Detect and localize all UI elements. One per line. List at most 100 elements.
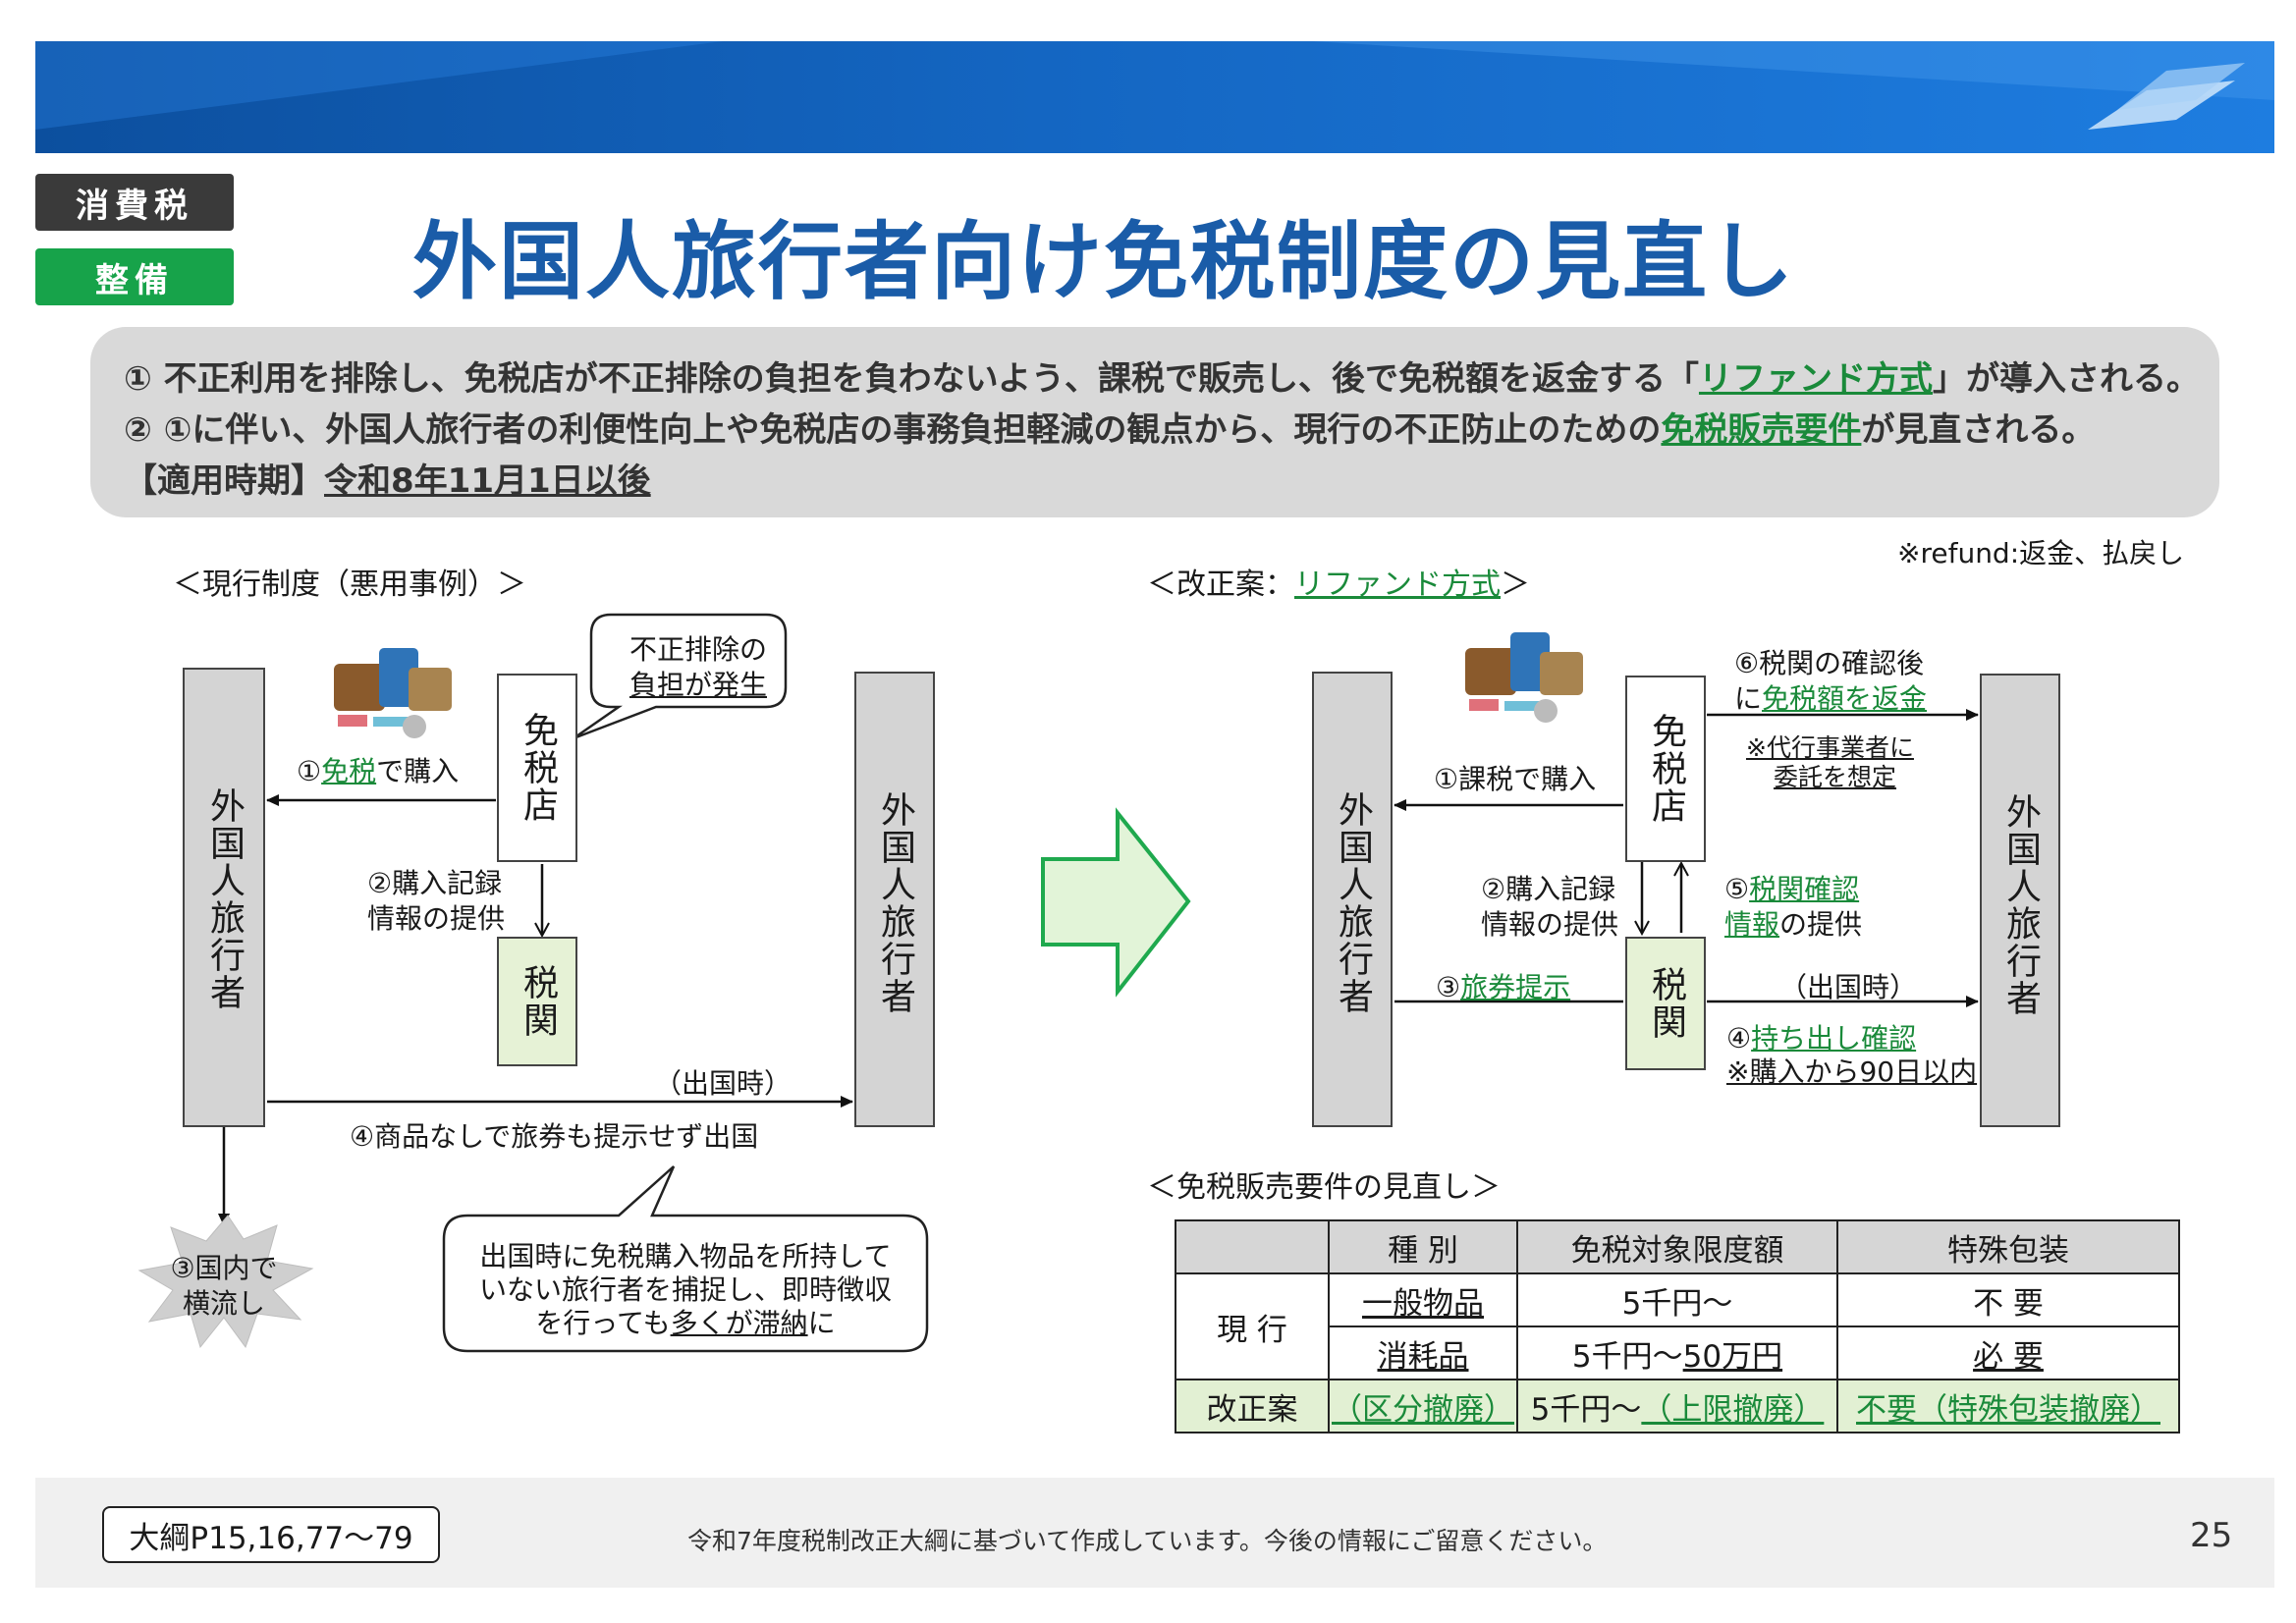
table-row: 消耗品 5千円～50万円 必 要 [1175,1325,2180,1380]
proposal-step4-note: ※購入から90日以内 [1726,1055,1978,1088]
proposal-departure: （出国時） [1779,971,1918,1003]
limit-text: 5千円～ [1530,1391,1642,1428]
traveler-box-right: 外国人旅行者 [1980,674,2060,1127]
banner-decoration [35,41,2274,130]
step-text: で購入 [376,755,460,787]
heading-text: ＜改正案： [1147,568,1294,602]
info-link[interactable]: 情報 [1724,908,1780,941]
requirements-table: 種 別 免税対象限度額 特殊包装 現 行 一般物品 5千円～ 不 要 消耗品 5… [1175,1219,2180,1434]
proposal-step1: ①課税で購入 [1434,763,1597,795]
limit-cell: 5千円～50万円 [1516,1325,1838,1380]
abolish-packaging-link[interactable]: 不要（特殊包装撤廃） [1856,1391,2160,1428]
reference-box: 大綱P15,16,77～79 [102,1506,440,1563]
abolish-category-link[interactable]: （区分撤廃） [1332,1391,1514,1428]
kind-cell: 一般物品 [1328,1272,1518,1327]
applicable-date-value: 令和8年11月1日以後 [324,461,651,501]
traveler-box-right: 外国人旅行者 [854,672,935,1127]
current-step2-line2: 情報の提供 [367,902,506,935]
proposal-step3: ③旅券提示 [1436,966,1570,1005]
kind-cell: （区分撤廃） [1328,1379,1518,1434]
pack-cell: 不要（特殊包装撤廃） [1836,1379,2180,1434]
table-header: 種 別 [1328,1219,1518,1274]
current-step4: ④商品なしで旅券も提示せず出国 [350,1120,759,1153]
table-row-revised: 改正案 （区分撤廃） 5千円～（上限撤廃） 不要（特殊包装撤廃） [1175,1379,2180,1434]
customs-confirmation-link[interactable]: 税関確認 [1749,873,1860,905]
shopping-goods-icon [334,648,452,738]
limit-text: 5千円～ [1571,1338,1683,1375]
abolish-limit-link[interactable]: （上限撤廃） [1641,1391,1825,1428]
table-header: 免税対象限度額 [1516,1219,1838,1274]
step-number: ③ [1436,971,1461,1003]
limit-cell: 5千円～（上限撤廃） [1516,1379,1838,1434]
pack-cell: 必 要 [1836,1325,2180,1380]
limit-text: 5千円～ [1621,1285,1733,1322]
bubble-bottom-line1: 出国時に免税購入物品を所持して [479,1240,892,1272]
duty-free-shop-box: 免税店 [497,674,577,862]
heading-text: ＞ [1501,568,1530,602]
revised-label-cell: 改正案 [1175,1379,1330,1434]
proposal-step6-line1: ⑥税関の確認後 [1734,647,1925,679]
table-row: 現 行 一般物品 5千円～ 不 要 [1175,1272,2180,1380]
bubble-bottom-line3: を行っても多くが滞納に [444,1302,927,1341]
limit-text-underlined: 50万円 [1682,1338,1783,1375]
passport-link[interactable]: 旅券提示 [1460,971,1571,1003]
current-label-cell: 現 行 [1175,1272,1330,1380]
step-text: に [1734,682,1763,715]
refund-note: ※refund:返金、払戻し [1897,537,2185,569]
refund-amount-link[interactable]: 免税額を返金 [1762,682,1928,715]
summary-text: 」が導入される。 [1932,359,2200,399]
step-number: ⑤ [1724,873,1750,905]
bubble-text: に [807,1307,836,1339]
summary-line-1: ① 不正利用を排除し、免税店が不正排除の負担を負わないよう、課税で販売し、後で免… [124,352,2200,400]
table-header-row: 種 別 免税対象限度額 特殊包装 [1175,1219,2180,1274]
traveler-box-left: 外国人旅行者 [183,668,265,1127]
current-step3-line2: 横流し [182,1287,265,1320]
step-text: の提供 [1779,908,1863,941]
starburst-shape [137,1215,314,1349]
customs-label: 税関 [1646,966,1686,1041]
bubble-text: を行っても [535,1307,671,1339]
summary-box [90,327,2219,517]
export-check-link[interactable]: 持ち出し確認 [1751,1022,1917,1055]
current-step1: ①免税で購入 [297,750,459,789]
applicable-date-label: 【適用時期】 [124,461,324,501]
speech-bubble-top [573,613,788,740]
transition-arrow-icon [1041,807,1191,998]
table-header-blank [1175,1219,1330,1274]
step-number: ① [297,755,322,787]
refund-method-link[interactable]: リファンド方式 [1698,359,1933,399]
agent-note-line1: ※代行事業者に [1746,733,1914,762]
header-banner [35,41,2274,153]
badge-consumption-tax: 消費税 [35,174,234,231]
bubble-top-line1: 不正排除の [629,633,767,666]
refund-method-link[interactable]: リファンド方式 [1294,568,1501,602]
customs-box: 税関 [497,937,577,1066]
duty-free-shop-label: 免税店 [518,712,558,824]
current-heading: ＜現行制度（悪用事例）＞ [173,568,526,602]
summary-text: ① 不正利用を排除し、免税店が不正排除の負担を負わないよう、課税で販売し、後で免… [124,359,1699,399]
footer-note: 令和7年度税制改正大綱に基づいて作成しています。今後の情報にご留意ください。 [687,1527,1608,1555]
duty-free-link[interactable]: 免税 [321,755,377,787]
badge-maintenance: 整備 [35,248,234,305]
proposal-step2-line1: ②購入記録 [1481,873,1616,905]
table-header: 特殊包装 [1836,1219,2180,1274]
summary-line-3: 【適用時期】令和8年11月1日以後 [124,454,651,502]
kind-cell: 消耗品 [1328,1325,1518,1380]
proposal-step2-line2: 情報の提供 [1481,908,1619,941]
traveler-label: 外国人旅行者 [1333,791,1373,1015]
bubble-top-line2: 負担が発生 [629,669,767,701]
requirements-link[interactable]: 免税販売要件 [1661,410,1862,450]
duty-free-shop-box: 免税店 [1625,676,1706,862]
current-departure: （出国時） [654,1067,793,1100]
proposal-step6-line2: に免税額を返金 [1734,677,1927,717]
customs-label: 税関 [518,964,558,1039]
customs-box: 税関 [1625,937,1706,1070]
page-title: 外国人旅行者向け免税制度の見直し [412,213,1795,311]
agent-note-line2: 委託を想定 [1774,763,1897,791]
page-number: 25 [2190,1516,2233,1555]
step-number: ④ [1726,1022,1752,1055]
proposal-step5-line1: ⑤税関確認 [1724,868,1859,907]
pack-cell: 不 要 [1836,1272,2180,1327]
current-step3-line1: ③国内で [170,1252,278,1284]
